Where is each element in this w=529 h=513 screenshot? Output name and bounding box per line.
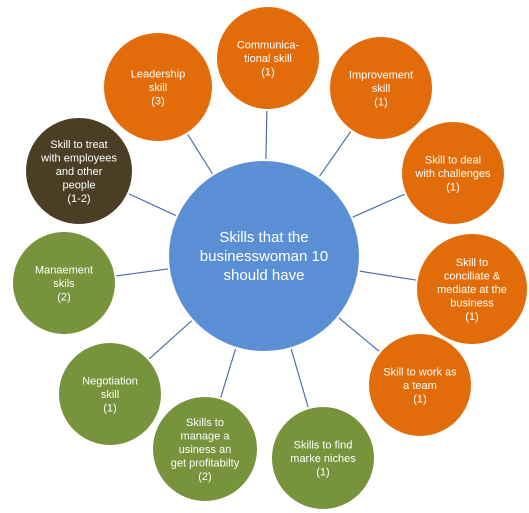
node-label-line: skill <box>149 82 167 94</box>
node-label-line: conciliate & <box>444 271 501 283</box>
node-label-line: (1) <box>103 403 116 415</box>
node-circle <box>151 395 259 503</box>
node-label-line: with employees <box>40 153 117 165</box>
center-label-line: Skills that the <box>219 229 308 246</box>
node-label: Communica-tional skill (1) <box>237 40 300 79</box>
node-label-line: get profitabilty <box>171 458 240 470</box>
connector-communicational <box>265 109 268 161</box>
node-circle <box>270 405 376 511</box>
connector-challenges <box>351 193 406 218</box>
node-label-line: Skills to find <box>294 440 353 452</box>
node-label-line: (1) <box>316 467 329 479</box>
node-label-line: Manaement <box>35 265 93 277</box>
center-label: Skills that the businesswoman 10 should ha… <box>200 229 328 284</box>
node-label-line: Skill to deal <box>425 155 481 167</box>
node-label-line: (1) <box>465 311 478 323</box>
node-label-line: with challenges <box>414 168 491 180</box>
node-label-line: Negotiation <box>82 376 138 388</box>
node-label-line: Communica- <box>237 40 300 52</box>
node-circle <box>215 5 321 111</box>
node-circle <box>57 341 163 447</box>
connector-team <box>337 316 381 353</box>
node-label-line: skill <box>372 83 390 95</box>
center-circle <box>167 159 361 353</box>
node-circle <box>415 232 529 346</box>
node-communicational: Communica-tional skill (1) <box>215 5 321 111</box>
node-label-line: (1) <box>413 394 426 406</box>
node-label-line: skils <box>53 278 75 290</box>
center-node: Skills that the businesswoman 10 should ha… <box>167 159 361 353</box>
node-label-line: Skill to treat <box>50 139 107 151</box>
node-label-line: a team <box>403 380 437 392</box>
node-label-line: (1) <box>374 97 387 109</box>
node-circle <box>102 31 214 143</box>
connector-leadership <box>186 133 214 176</box>
center-label-line: businesswoman 10 <box>200 248 328 265</box>
node-label-line: Improvement <box>349 70 413 82</box>
center-label-line: should have <box>224 267 305 284</box>
node-label: Skill to conciliate &mediate at the busine… <box>437 257 507 323</box>
connector-improvement <box>318 130 352 178</box>
connector-management <box>115 268 169 277</box>
connector-niches <box>290 347 309 409</box>
node-label-line: (1) <box>446 182 459 194</box>
connector-conciliate <box>358 270 417 281</box>
node-label-line: (2) <box>198 471 211 483</box>
node-label-line: Skill to <box>456 257 488 269</box>
node-label-line: (3) <box>151 96 164 108</box>
node-label-line: (2) <box>57 292 70 304</box>
node-label-line: (1-2) <box>67 193 90 205</box>
node-label-line: mediate at the <box>437 284 507 296</box>
node-circle <box>24 116 134 226</box>
node-circle <box>328 35 434 141</box>
node-label-line: usiness an <box>179 444 232 456</box>
node-label-line: marke niches <box>290 453 356 465</box>
node-conciliate: Skill to conciliate &mediate at the busine… <box>415 232 529 346</box>
node-circle <box>367 332 473 438</box>
node-circle <box>400 120 506 226</box>
node-label-line: people <box>62 180 95 192</box>
node-label-line: Skills to <box>186 417 224 429</box>
node-label-line: skill <box>101 389 119 401</box>
node-label-line: Leadership <box>131 69 185 81</box>
node-label-line: manage a <box>181 431 231 443</box>
connectors <box>115 109 417 409</box>
connector-negotiation <box>148 319 193 360</box>
node-circle <box>11 230 117 336</box>
node-label-line: tional skill <box>244 53 292 65</box>
connector-employees <box>127 192 178 217</box>
node-label-line: Skill to work as <box>383 367 457 379</box>
node-label-line: business <box>450 298 494 310</box>
node-label-line: and other <box>56 166 103 178</box>
connector-profitably <box>219 347 237 399</box>
node-label-line: (1) <box>261 67 274 79</box>
